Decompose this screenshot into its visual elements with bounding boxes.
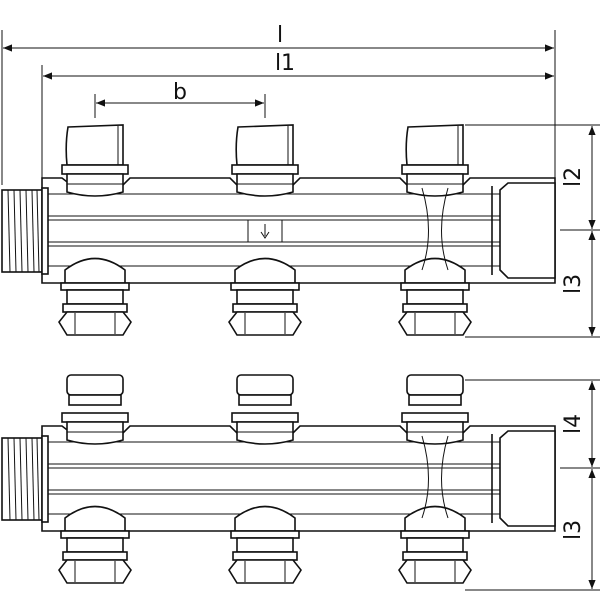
label-l4: l4	[561, 414, 586, 434]
outlet-bulge	[404, 257, 466, 284]
nut-ring	[62, 551, 128, 561]
valve-collar	[61, 164, 129, 175]
outlet-bulge	[404, 505, 466, 532]
valve-cap	[405, 124, 464, 166]
nut-ring	[232, 551, 298, 561]
valve-base	[66, 421, 124, 445]
valve-base	[236, 421, 294, 445]
thread-groove	[7, 189, 11, 273]
flow-meter-body	[408, 394, 462, 406]
outlet-neck	[66, 537, 124, 553]
outlet-bulge	[234, 257, 296, 284]
outlet-collar	[60, 530, 130, 539]
outlet-inner-curves	[421, 435, 449, 519]
outlet-bulge	[64, 257, 126, 284]
outlet-collar	[400, 282, 470, 291]
nut-ring	[402, 551, 468, 561]
valve-collar	[401, 164, 469, 175]
thread-groove	[36, 189, 40, 273]
valve-collar	[61, 412, 129, 423]
manifold-with-flow-meters	[1, 374, 556, 584]
end-cap	[499, 430, 556, 527]
label-l: l	[277, 23, 283, 48]
threaded-connection	[1, 435, 49, 523]
nut-ring	[62, 303, 128, 313]
compression-nut	[228, 311, 302, 336]
label-l3-bottom: l3	[561, 520, 586, 540]
flow-meter-body	[68, 394, 122, 406]
outlet-neck	[236, 537, 294, 553]
outlet-collar	[230, 530, 300, 539]
thread-groove	[19, 189, 23, 273]
dimension-lines: l l1 b l2 l3 l4 l3	[1, 23, 600, 591]
label-b: b	[173, 80, 187, 105]
nut-ring	[402, 303, 468, 313]
thread-groove	[7, 437, 11, 521]
thread-groove	[19, 437, 23, 521]
outlet-3	[398, 374, 472, 584]
valve-collar	[231, 164, 299, 175]
valve-collar	[231, 412, 299, 423]
valve-base	[66, 173, 124, 197]
outlet-2	[228, 374, 302, 584]
valve-base	[406, 421, 464, 445]
flow-meter-cap	[236, 374, 294, 396]
outlet-neck	[406, 537, 464, 553]
thread-groove	[13, 189, 17, 273]
outlet-neck	[236, 289, 294, 305]
outlet-inner-curves	[421, 187, 449, 271]
thread-groove	[25, 437, 29, 521]
thread-groove	[31, 437, 35, 521]
flow-meter-cap	[66, 374, 124, 396]
flow-meter-cap	[406, 374, 464, 396]
outlet-3	[398, 124, 472, 336]
outlet-collar	[60, 282, 130, 291]
end-cap	[499, 182, 556, 279]
thread-flange	[41, 187, 49, 275]
thread-groove	[13, 437, 17, 521]
arrow-down-icon	[260, 224, 270, 239]
label-l3-top: l3	[561, 274, 586, 294]
outlet-1	[58, 374, 132, 584]
valve-base	[236, 173, 294, 197]
compression-nut	[398, 311, 472, 336]
compression-nut	[398, 559, 472, 584]
outlet-bulge	[234, 505, 296, 532]
outlet-collar	[400, 530, 470, 539]
flow-meter-body	[238, 394, 292, 406]
outlet-2	[228, 124, 302, 336]
compression-nut	[228, 559, 302, 584]
flow-direction-box	[247, 219, 283, 243]
manifold-with-valve-caps	[1, 124, 556, 336]
outlet-neck	[66, 289, 124, 305]
label-l2: l2	[561, 167, 586, 187]
compression-nut	[58, 559, 132, 584]
valve-cap	[235, 124, 294, 166]
label-l1: l1	[275, 51, 295, 76]
outlet-bulge	[64, 505, 126, 532]
thread-groove	[25, 189, 29, 273]
outlet-collar	[230, 282, 300, 291]
thread-flange	[41, 435, 49, 523]
compression-nut	[58, 311, 132, 336]
nut-ring	[232, 303, 298, 313]
thread-groove	[31, 189, 35, 273]
valve-base	[406, 173, 464, 197]
outlet-1	[58, 124, 132, 336]
valve-cap	[65, 124, 124, 166]
valve-collar	[401, 412, 469, 423]
threaded-connection	[1, 187, 49, 275]
outlet-neck	[406, 289, 464, 305]
thread-groove	[36, 437, 40, 521]
